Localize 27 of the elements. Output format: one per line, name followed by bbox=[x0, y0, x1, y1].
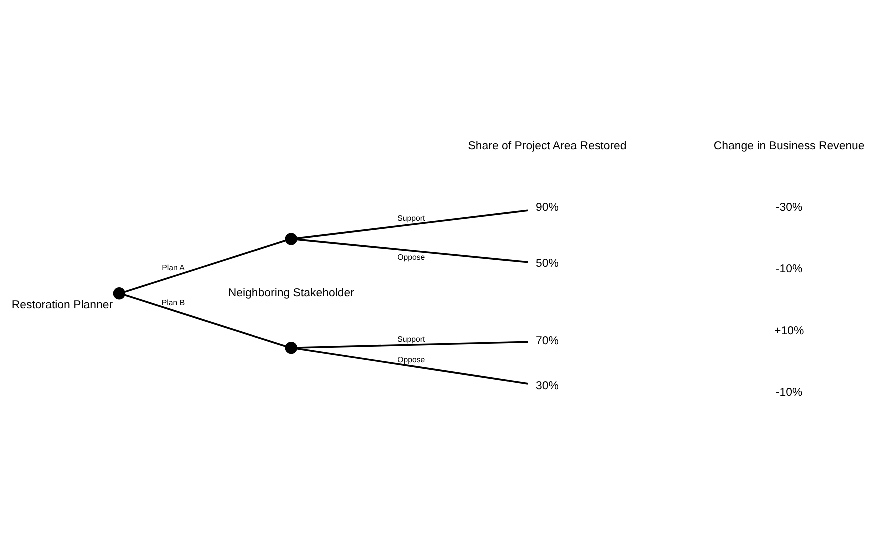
edge-label: Support bbox=[398, 214, 426, 224]
node-text: 30% bbox=[536, 380, 560, 393]
node-text: 70% bbox=[536, 335, 560, 348]
node-circle bbox=[285, 233, 298, 246]
label: -10% bbox=[776, 264, 803, 276]
edge-label: Support bbox=[398, 335, 426, 344]
node-text: 50% bbox=[536, 258, 560, 270]
edge-label: Plan A bbox=[162, 264, 185, 273]
label: Change in Business Revenue bbox=[714, 140, 865, 152]
label: -10% bbox=[776, 386, 803, 399]
connector bbox=[124, 240, 286, 293]
node-circle bbox=[285, 342, 298, 354]
label: -30% bbox=[776, 202, 803, 214]
node-circle bbox=[113, 288, 126, 300]
connector bbox=[297, 341, 528, 349]
node-label: Restoration Planner bbox=[12, 300, 114, 312]
node-text: 90% bbox=[536, 202, 560, 214]
label: Share of Project Area Restored bbox=[468, 140, 627, 152]
edge-label: Oppose bbox=[398, 252, 426, 262]
edge-label: Oppose bbox=[398, 355, 426, 364]
connector bbox=[297, 348, 528, 385]
connector bbox=[297, 238, 528, 264]
edge-label: Plan B bbox=[162, 298, 186, 308]
connector bbox=[297, 210, 528, 240]
connector bbox=[124, 294, 286, 348]
label: +10% bbox=[774, 325, 804, 338]
label: Neighboring Stakeholder bbox=[228, 287, 354, 300]
